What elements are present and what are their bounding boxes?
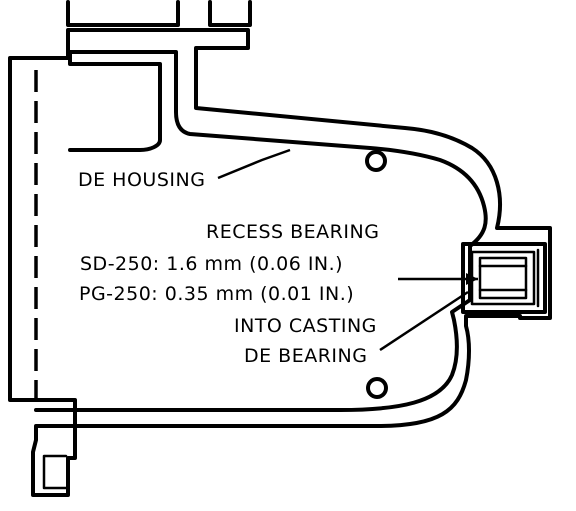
label-pg-spec: PG-250: 0.35 mm (0.01 IN.) bbox=[79, 283, 354, 305]
de-housing-leader bbox=[217, 148, 291, 180]
label-into-casting: INTO CASTING bbox=[234, 315, 377, 337]
upper-hole bbox=[365, 150, 387, 172]
lower-hole bbox=[366, 377, 388, 399]
de-bearing-leader bbox=[379, 290, 469, 352]
label-recess-bearing: RECESS BEARING bbox=[206, 221, 379, 243]
housing-outer-contour bbox=[8, 28, 552, 497]
top-flange-stubs bbox=[66, 0, 252, 27]
recess-leader-arrow bbox=[398, 273, 478, 285]
bottom-foot bbox=[42, 454, 68, 490]
label-sd-spec: SD-250: 1.6 mm (0.06 IN.) bbox=[80, 253, 343, 275]
housing-inner-wall bbox=[34, 50, 488, 412]
label-de-bearing: DE BEARING bbox=[244, 345, 367, 367]
label-de-housing: DE HOUSING bbox=[78, 169, 205, 191]
